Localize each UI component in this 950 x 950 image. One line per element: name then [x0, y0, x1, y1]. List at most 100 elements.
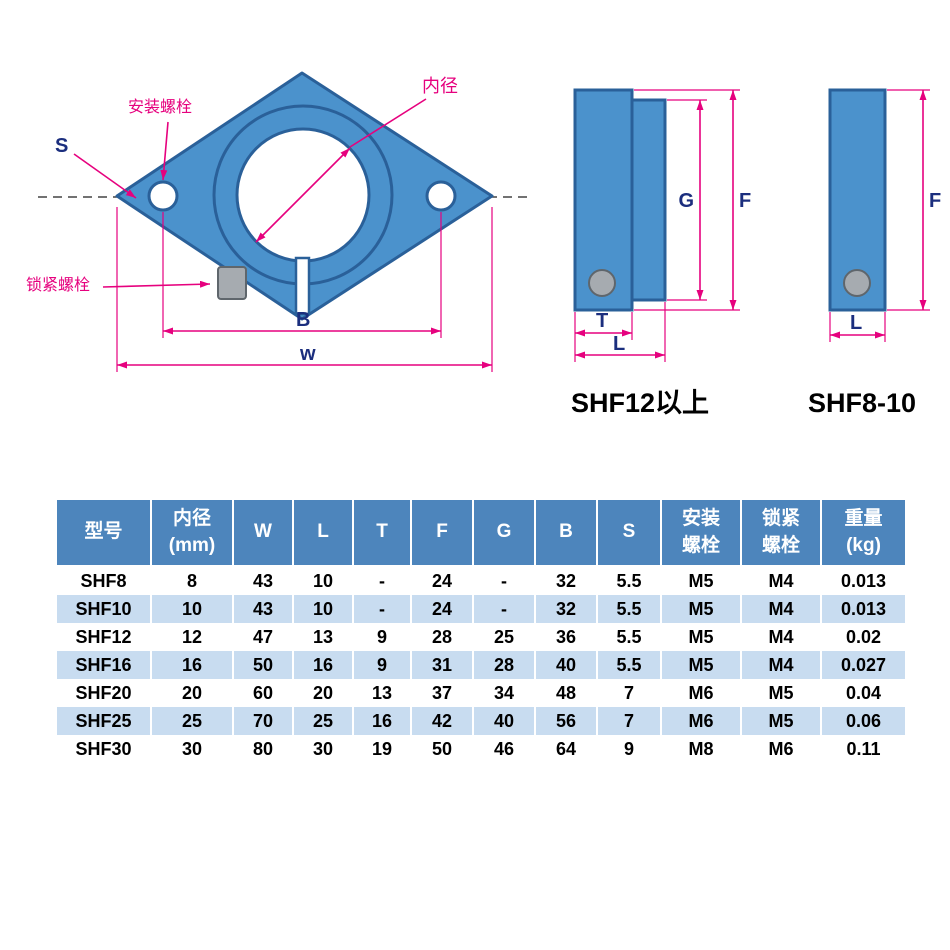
value-cell: 42: [410, 707, 474, 736]
value-cell: M4: [740, 623, 822, 652]
dim-l-label-large: L: [613, 333, 625, 355]
value-cell: 0.027: [820, 651, 907, 680]
value-cell: M8: [660, 735, 742, 764]
value-cell: 56: [534, 707, 598, 736]
column-header-w: W: [232, 497, 294, 568]
value-cell: 24: [410, 595, 474, 624]
value-cell: 20: [292, 679, 354, 708]
value-cell: 48: [534, 679, 598, 708]
value-cell: 46: [472, 735, 536, 764]
model-cell: SHF8: [55, 566, 152, 596]
value-cell: 70: [232, 707, 294, 736]
value-cell: M6: [660, 679, 742, 708]
value-cell: 37: [410, 679, 474, 708]
value-cell: 31: [410, 651, 474, 680]
value-cell: 50: [410, 735, 474, 764]
front-view-dimensions: [73, 98, 493, 372]
value-cell: -: [352, 595, 412, 624]
value-cell: 47: [232, 623, 294, 652]
value-cell: 5.5: [596, 623, 662, 652]
value-cell: M5: [660, 595, 742, 624]
value-cell: 0.013: [820, 566, 907, 596]
value-cell: 36: [534, 623, 598, 652]
model-cell: SHF12: [55, 623, 152, 652]
value-cell: 8: [150, 566, 234, 596]
model-cell: SHF20: [55, 679, 152, 708]
mount-hole-right: [425, 180, 457, 212]
dim-t-label: T: [596, 310, 608, 332]
column-header-b: B: [534, 497, 598, 568]
value-cell: 13: [292, 623, 354, 652]
value-cell: 40: [534, 651, 598, 680]
value-cell: 25: [150, 707, 234, 736]
value-cell: 24: [410, 566, 474, 596]
dim-l-label-small: L: [850, 312, 862, 334]
value-cell: -: [472, 566, 536, 596]
value-cell: 19: [352, 735, 412, 764]
dim-g-label: G: [678, 190, 694, 212]
value-cell: 12: [150, 623, 234, 652]
side-large-lock-screw: [588, 269, 616, 297]
side-view-large-dimensions: [574, 89, 740, 362]
value-cell: 25: [292, 707, 354, 736]
value-cell: 9: [352, 651, 412, 680]
value-cell: 34: [472, 679, 536, 708]
bore-label: 内径: [422, 76, 458, 96]
column-header-bore: 内径(mm): [150, 497, 234, 568]
value-cell: 9: [596, 735, 662, 764]
column-header-mount-bolt: 安装螺栓: [660, 497, 742, 568]
clamp-slit: [294, 256, 311, 316]
side-view-small-part: [828, 88, 887, 312]
value-cell: 16: [292, 651, 354, 680]
caption-shf8-10: SHF8-10: [808, 388, 916, 418]
value-cell: 5.5: [596, 595, 662, 624]
column-header-t: T: [352, 497, 412, 568]
dim-f-label-large: F: [739, 190, 751, 212]
value-cell: M6: [660, 707, 742, 736]
value-cell: 32: [534, 566, 598, 596]
value-cell: M4: [740, 595, 822, 624]
value-cell: 0.013: [820, 595, 907, 624]
side-view-small-dimensions: [829, 89, 930, 342]
value-cell: 20: [150, 679, 234, 708]
model-cell: SHF16: [55, 651, 152, 680]
value-cell: 43: [232, 595, 294, 624]
value-cell: M6: [740, 735, 822, 764]
column-header-l: L: [292, 497, 354, 568]
column-header-lock-bolt: 锁紧螺栓: [740, 497, 822, 568]
value-cell: 0.04: [820, 679, 907, 708]
column-header-model: 型号: [55, 497, 152, 568]
model-cell: SHF30: [55, 735, 152, 764]
value-cell: -: [352, 566, 412, 596]
model-cell: SHF10: [55, 595, 152, 624]
column-header-weight: 重量(kg): [820, 497, 907, 568]
value-cell: 28: [410, 623, 474, 652]
mount-bolt-label: 安装螺栓: [128, 98, 192, 116]
value-cell: 10: [292, 595, 354, 624]
side-small-lock-screw: [843, 269, 871, 297]
value-cell: M5: [660, 623, 742, 652]
value-cell: 50: [232, 651, 294, 680]
value-cell: 0.06: [820, 707, 907, 736]
column-header-s: S: [596, 497, 662, 568]
technical-drawing: 安装螺栓 内径 锁紧螺栓 S B w G F T L SHF12以上: [26, 71, 941, 418]
value-cell: M4: [740, 651, 822, 680]
dim-w-label: w: [299, 343, 316, 365]
value-cell: 25: [472, 623, 536, 652]
column-header-f: F: [410, 497, 474, 568]
value-cell: M5: [740, 707, 822, 736]
value-cell: 28: [472, 651, 536, 680]
model-cell: SHF25: [55, 707, 152, 736]
dim-f-label-small: F: [929, 190, 941, 212]
